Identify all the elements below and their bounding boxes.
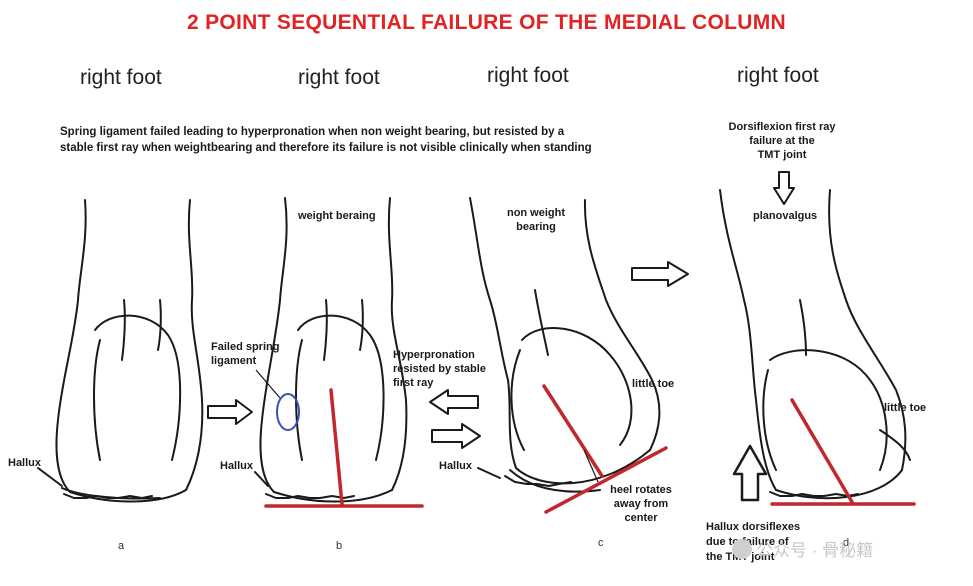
label-planovalgus: planovalgus (753, 210, 818, 222)
foot-b-outline (254, 197, 408, 503)
arrow-b-to-c (431, 423, 481, 449)
watermark: 公众号 · 骨秘籍 (732, 536, 873, 561)
label-hallux-b: Hallux (220, 460, 254, 472)
label-hyperpronation-2: resisted by stable (393, 363, 486, 375)
label-failed-spring-1: Failed spring (211, 341, 280, 353)
watermark-text: 公众号 · 骨秘籍 (756, 541, 874, 560)
label-failed-spring-2: ligament (211, 355, 257, 367)
label-dorsiflexion-1: Dorsiflexion first ray (728, 121, 836, 133)
label-hallux-a: Hallux (8, 457, 42, 469)
label-non-weight-1: non weight (506, 207, 566, 219)
wechat-icon (732, 539, 752, 559)
panel-a-heading: right foot (80, 66, 162, 89)
label-hallux-c: Hallux (439, 460, 473, 472)
foot-d-outline (719, 189, 911, 500)
panel-d-heading: right foot (737, 64, 819, 87)
panel-c-heading: right foot (487, 64, 569, 87)
arrow-a-to-b (207, 399, 253, 425)
panel-b-heading: right foot (298, 66, 380, 89)
description-line-2: stable first ray when weightbearing and … (60, 142, 592, 154)
label-heel-rotates-3: center (624, 512, 658, 524)
foot-a-outline (37, 199, 204, 503)
label-heel-rotates-1: heel rotates (610, 484, 672, 496)
panel-c-letter: c (598, 537, 604, 549)
label-hyperpronation-3: first ray (393, 377, 434, 389)
label-little-toe-d: little toe (884, 402, 927, 414)
failed-ligament-circle (276, 393, 300, 431)
label-heel-rotates-2: away from (613, 498, 669, 510)
leader-failed-spring (255, 369, 281, 399)
heel-axis-d (790, 398, 854, 504)
label-dorsiflexion-3: TMT joint (757, 149, 807, 161)
description-line-1: Spring ligament failed leading to hyperp… (60, 126, 565, 138)
arrow-resist-left (429, 389, 479, 415)
diagram-title: 2 POINT SEQUENTIAL FAILURE OF THE MEDIAL… (186, 11, 786, 34)
arrow-down-tmt (773, 171, 795, 205)
label-little-toe-c: little toe (632, 378, 675, 390)
heel-axis-c (542, 384, 604, 478)
label-hyperpronation-1: Hyperpronation (393, 349, 475, 361)
ground-line-c (544, 446, 668, 514)
arrow-up-hallux (732, 444, 768, 502)
label-dorsiflexion-2: failure at the (749, 135, 815, 147)
arrow-c-to-d (631, 261, 689, 287)
panel-d-letter: d (843, 537, 850, 549)
heel-axis-b (329, 388, 344, 506)
label-hallux-dorsiflexes-1: Hallux dorsiflexes (706, 521, 801, 533)
label-weight-bearing: weight beraing (298, 210, 376, 222)
leader-heel-rotates (583, 449, 599, 483)
foot-c-outline (469, 197, 661, 493)
panel-a-letter: a (118, 540, 125, 552)
panel-b-letter: b (336, 540, 343, 552)
label-non-weight-2: bearing (516, 221, 556, 233)
